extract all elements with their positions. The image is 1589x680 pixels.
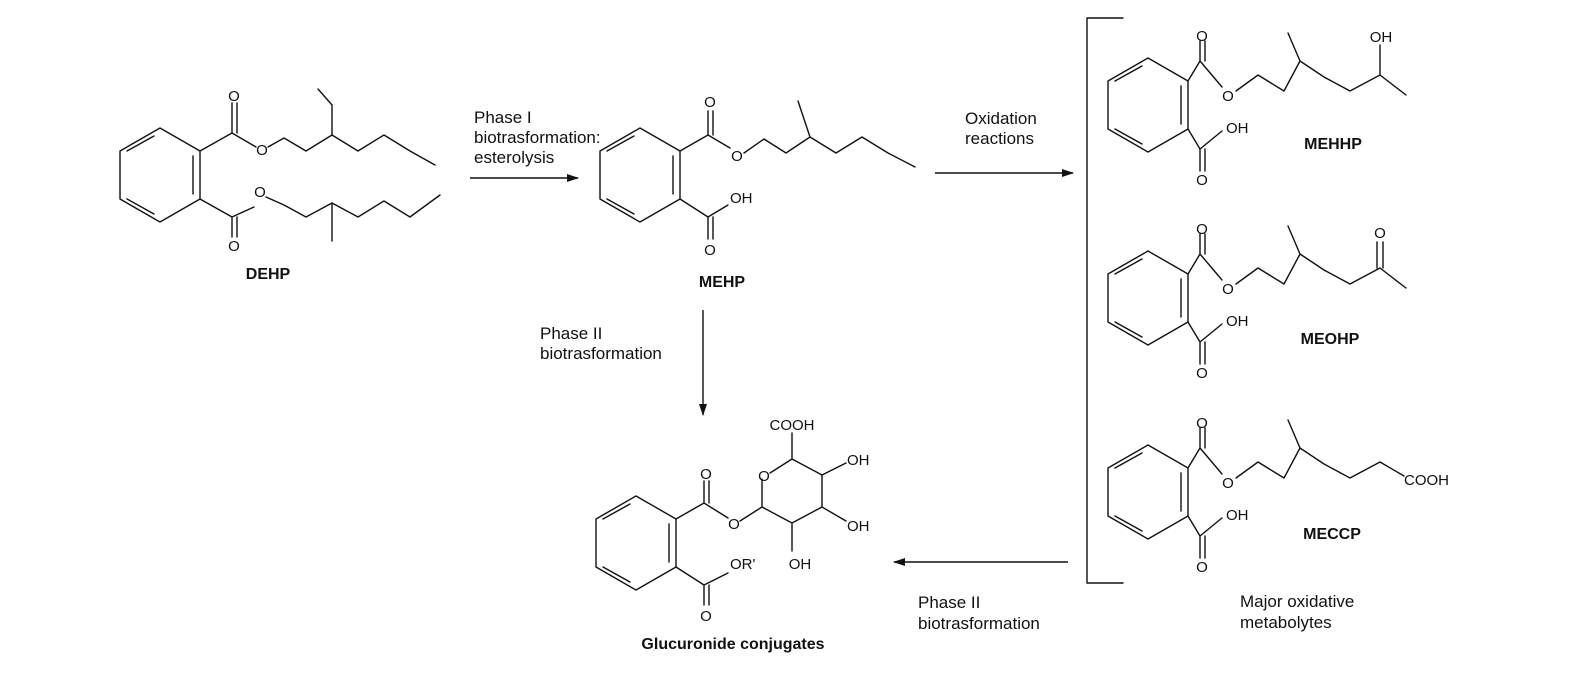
oxidation-label-line1: Oxidation [965,109,1037,128]
atom-o: O [1222,281,1234,298]
oxidation-label-line2: reactions [965,129,1034,148]
meohp-structure: O O OH O O [1107,221,1407,382]
meccp-structure: O O OH O COOH [1107,415,1449,576]
benzene-ring [1107,57,1189,153]
atom-o: O [1374,225,1386,242]
atom-o: O [254,184,266,201]
atom-oh: OH [1370,29,1393,46]
atom-o: O [728,516,740,533]
benzene-ring [599,127,681,223]
mehhp-label: MEHHP [1304,136,1362,153]
phase2-top-label-line1: Phase II [540,324,602,343]
atom-o: O [1196,559,1208,576]
phase1-label-line1: Phase I [474,108,532,127]
atom-o: O [1196,172,1208,189]
phase2-top-label-line2: biotrasformation [540,344,662,363]
atom-o: O [704,242,716,259]
atom-o: O [1196,221,1208,238]
atom-cooh: COOH [770,417,815,434]
atom-oh: OH [847,518,870,535]
atom-o: O [700,466,712,483]
phase1-label-line2: biotrasformation: [474,128,601,147]
phase2-bottom-label-line1: Phase II [918,593,980,612]
atom-oh: OH [1226,507,1249,524]
meccp-label: MECCP [1303,526,1361,543]
atom-o: O [1196,415,1208,432]
mehp-structure: O O OH O [599,94,916,259]
bracket-caption-line2: metabolytes [1240,613,1332,632]
benzene-ring [595,495,677,591]
atom-o: O [731,148,743,165]
atom-o: O [704,94,716,111]
atom-oh: OH [730,190,753,207]
atom-oh: OH [789,556,812,573]
atom-o: O [228,88,240,105]
glucuronide-label: Glucuronide conjugates [641,636,824,653]
atom-oh: OH [1226,120,1249,137]
dehp-structure: O O O O [119,88,441,255]
bracket-caption-line1: Major oxidative [1240,592,1354,611]
atom-o: O [1196,28,1208,45]
meohp-label: MEOHP [1301,331,1360,348]
mehhp-structure: O O OH O OH [1107,28,1407,189]
glucuronide-structure: O O OR' O O COOH OH OH OH [595,417,870,625]
atom-o: O [1222,88,1234,105]
phase1-label-line3: esterolysis [474,148,554,167]
benzene-ring [1107,250,1189,346]
phase2-bottom-label-line2: biotrasformation [918,614,1040,633]
atom-o: O [256,142,268,159]
metabolites-bracket [1086,17,1124,584]
atom-o: O [1196,365,1208,382]
benzene-ring [119,127,201,223]
atom-o: O [228,238,240,255]
atom-o: O [1222,475,1234,492]
mehp-label: MEHP [699,274,746,291]
atom-or: OR' [730,556,756,573]
pyranose-ring [761,432,847,552]
dehp-label: DEHP [246,266,291,283]
benzene-ring [1107,444,1189,540]
atom-o: O [700,608,712,625]
atom-cooh: COOH [1404,472,1449,489]
atom-oh: OH [847,452,870,469]
atom-o: O [758,468,770,485]
atom-oh: OH [1226,313,1249,330]
